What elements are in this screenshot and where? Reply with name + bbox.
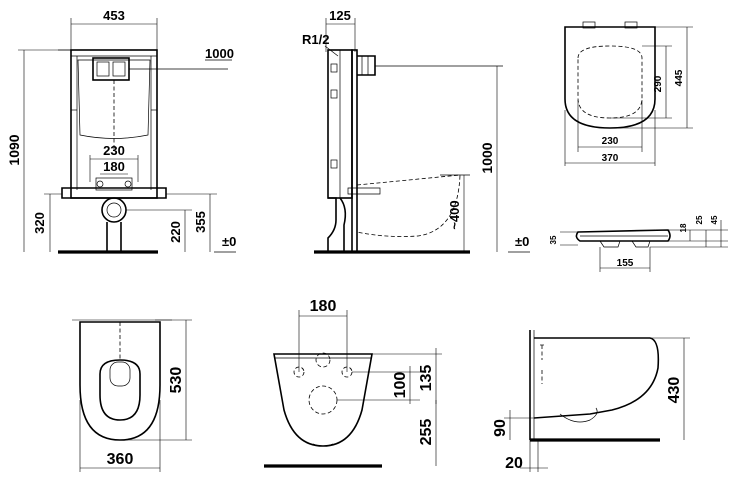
flush-plate-icon [92, 57, 130, 81]
label-frame-height: 1090 [6, 134, 22, 165]
label-zero-front: ±0 [222, 234, 236, 249]
label-side-430: 430 [666, 377, 683, 404]
label-rear-100: 100 [392, 372, 409, 399]
label-side-20: 20 [505, 455, 523, 472]
bowl-top-view: 530 360 [72, 319, 192, 472]
label-drain-height: 355 [193, 211, 208, 233]
label-outlet-height: 220 [168, 221, 183, 243]
label-bowl-length: 530 [168, 367, 185, 394]
seat-side-view: 35 18 25 45 155 [549, 215, 728, 272]
label-side-depth: 125 [329, 8, 351, 23]
label-seat-length: 445 [674, 69, 685, 86]
label-rear-255: 255 [418, 419, 435, 446]
label-frame-width: 453 [103, 8, 125, 23]
label-seat-width: 370 [602, 153, 619, 164]
label-lid-18: 18 [679, 223, 688, 232]
seat-top-view: 445 290 230 370 [564, 21, 693, 166]
label-side-height: 1000 [479, 142, 495, 173]
label-bowl-width: 360 [107, 451, 134, 468]
label-seat-hinge: 230 [602, 136, 619, 147]
label-lid-45: 45 [710, 215, 719, 224]
label-seat-inner: 290 [653, 75, 664, 92]
bowl-side-view: 430 90 20 [492, 330, 690, 472]
label-bolt-height: 320 [32, 212, 47, 234]
label-lid-35: 35 [549, 235, 558, 244]
frame-side-view: 125 R1/2 1000 ~400 ±0 [302, 8, 530, 254]
label-thread: R1/2 [302, 32, 329, 47]
label-zero-side: ±0 [515, 234, 529, 249]
frame-front-view: 453 1000 230 180 [6, 8, 236, 254]
label-side-seat: ~400 [447, 200, 462, 229]
label-rear-135: 135 [418, 365, 435, 392]
label-lid-25: 25 [695, 215, 704, 224]
label-pipe-inner: 180 [103, 159, 125, 174]
label-side-90: 90 [492, 419, 509, 437]
bowl-rear-view: 180 100 135 255 [264, 298, 442, 468]
label-pipe-spacing: 230 [103, 143, 125, 158]
label-lid-155: 155 [617, 258, 634, 269]
label-flush-height: 1000 [205, 46, 234, 61]
label-rear-bolt: 180 [310, 298, 337, 315]
